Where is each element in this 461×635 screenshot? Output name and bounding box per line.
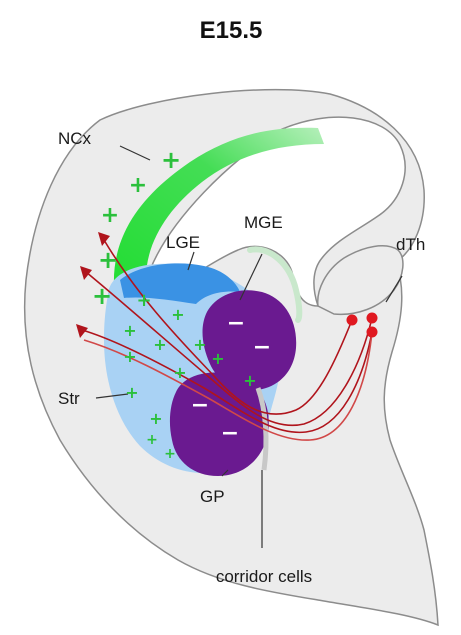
neuron-2 (367, 313, 378, 324)
plus-sign: + (146, 432, 158, 448)
plus-sign: + (173, 363, 186, 382)
corridor-cells-label: corridor cells (216, 567, 312, 586)
neuron-1 (347, 315, 358, 326)
minus-sign: − (253, 335, 271, 360)
plus-sign: + (171, 305, 184, 324)
plus-sign: + (129, 173, 147, 198)
title: E15.5 (200, 17, 263, 44)
plus-sign: + (92, 282, 112, 310)
mge-label: MGE (244, 213, 283, 232)
neuron-3 (367, 327, 378, 338)
plus-sign: + (243, 371, 256, 390)
plus-sign: + (101, 203, 119, 228)
plus-sign: + (136, 290, 151, 311)
minus-sign: − (227, 311, 245, 336)
ncx-label: NCx (58, 129, 92, 148)
plus-sign: + (153, 335, 166, 354)
plus-sign: + (123, 347, 136, 366)
plus-sign: + (164, 446, 176, 462)
str-label: Str (58, 389, 80, 408)
lge-label: LGE (166, 233, 200, 252)
minus-sign: − (221, 421, 239, 446)
plus-sign: + (98, 246, 118, 274)
plus-sign: + (123, 321, 136, 340)
dth-label: dTh (396, 235, 425, 254)
plus-sign: + (125, 383, 138, 402)
plus-sign: + (161, 146, 181, 174)
gp-label: GP (200, 487, 225, 506)
plus-sign: + (193, 335, 206, 354)
minus-sign: − (191, 393, 209, 418)
plus-sign: + (149, 409, 162, 428)
plus-sign: + (211, 349, 224, 368)
